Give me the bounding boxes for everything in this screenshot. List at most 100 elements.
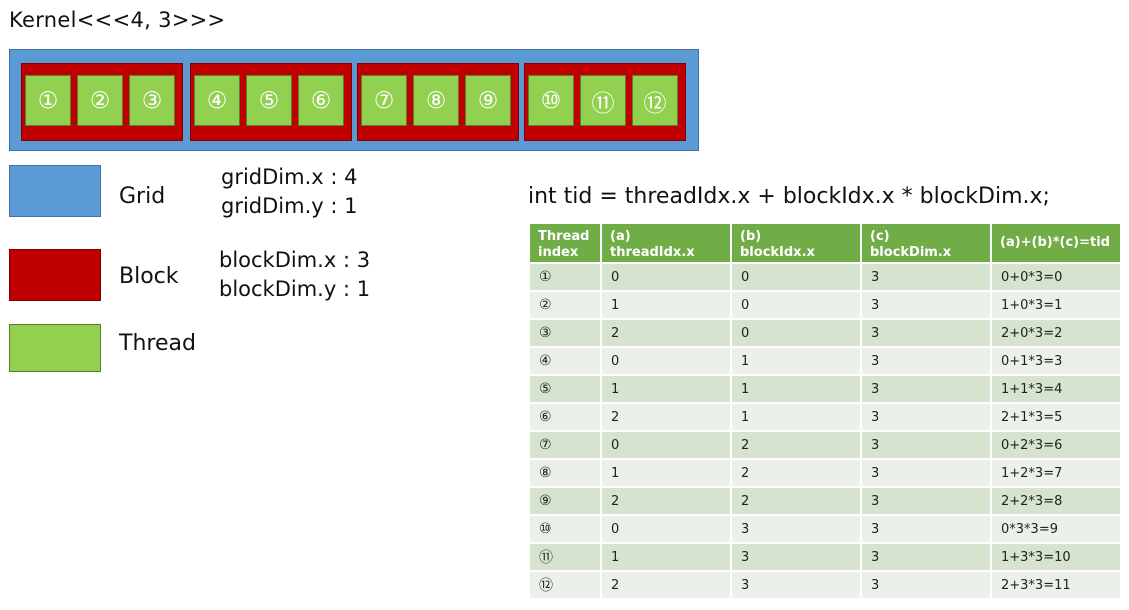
cell-thread-index: ⑫: [530, 572, 600, 598]
cell-tid: 2+2*3=8: [992, 488, 1120, 514]
header-blockidx: (b)blockIdx.x: [732, 224, 860, 262]
cell-blockidx: 3: [732, 544, 860, 570]
legend-grid-label: Grid: [119, 184, 166, 209]
cell-thread-index: ②: [530, 292, 600, 318]
cell-blockidx: 2: [732, 432, 860, 458]
header-blockdim: (c)blockDim.x: [862, 224, 990, 262]
cell-threadidx: 1: [602, 376, 730, 402]
cell-blockidx: 0: [732, 292, 860, 318]
kernel-title: Kernel<<<4, 3>>>: [9, 8, 226, 32]
block-3: ⑩ ⑪ ⑫: [524, 63, 686, 141]
thread-11: ⑪: [580, 75, 626, 126]
cell-threadidx: 1: [602, 460, 730, 486]
legend-thread-label: Thread: [119, 331, 196, 356]
cell-blockidx: 3: [732, 572, 860, 598]
thread-3: ③: [129, 75, 175, 126]
cell-blockdim: 3: [862, 432, 990, 458]
cell-blockidx: 1: [732, 376, 860, 402]
cell-blockdim: 3: [862, 404, 990, 430]
tid-formula: int tid = threadIdx.x + blockIdx.x * blo…: [528, 184, 1050, 209]
thread-12: ⑫: [632, 75, 678, 126]
cell-threadidx: 2: [602, 404, 730, 430]
cell-thread-index: ①: [530, 264, 600, 290]
grid-dim-x: gridDim.x : 4: [221, 165, 358, 189]
cell-blockidx: 1: [732, 348, 860, 374]
cell-blockdim: 3: [862, 348, 990, 374]
cell-blockidx: 2: [732, 488, 860, 514]
thread-10: ⑩: [528, 75, 574, 126]
cell-thread-index: ⑦: [530, 432, 600, 458]
cell-tid: 2+3*3=11: [992, 572, 1120, 598]
block-dim-y: blockDim.y : 1: [219, 277, 371, 301]
cell-tid: 0+1*3=3: [992, 348, 1120, 374]
block-0: ① ② ③: [21, 63, 183, 141]
cell-tid: 0+0*3=0: [992, 264, 1120, 290]
cell-blockidx: 3: [732, 516, 860, 542]
cell-blockidx: 0: [732, 320, 860, 346]
cell-threadidx: 0: [602, 432, 730, 458]
cell-threadidx: 2: [602, 320, 730, 346]
cell-threadidx: 1: [602, 292, 730, 318]
grid-dim-labels: gridDim.x : 4 gridDim.y : 1: [221, 163, 357, 221]
cell-thread-index: ⑩: [530, 516, 600, 542]
cell-threadidx: 2: [602, 572, 730, 598]
cell-blockdim: 3: [862, 460, 990, 486]
cell-blockdim: 3: [862, 516, 990, 542]
cell-tid: 0+2*3=6: [992, 432, 1120, 458]
thread-7: ⑦: [361, 75, 407, 126]
thread-5: ⑤: [246, 75, 292, 126]
cell-thread-index: ④: [530, 348, 600, 374]
cell-tid: 1+2*3=7: [992, 460, 1120, 486]
cell-blockdim: 3: [862, 320, 990, 346]
cell-blockdim: 3: [862, 376, 990, 402]
cell-blockdim: 3: [862, 264, 990, 290]
block-1: ④ ⑤ ⑥: [190, 63, 352, 141]
cell-blockidx: 1: [732, 404, 860, 430]
thread-6: ⑥: [298, 75, 344, 126]
cell-thread-index: ⑥: [530, 404, 600, 430]
header-tid: (a)+(b)*(c)=tid: [992, 224, 1120, 262]
cell-blockdim: 3: [862, 292, 990, 318]
cell-thread-index: ③: [530, 320, 600, 346]
grid-diagram: ① ② ③ ④ ⑤ ⑥ ⑦ ⑧ ⑨ ⑩ ⑪ ⑫: [9, 49, 699, 151]
cell-tid: 1+3*3=10: [992, 544, 1120, 570]
cell-blockdim: 3: [862, 488, 990, 514]
cell-threadidx: 0: [602, 348, 730, 374]
thread-9: ⑨: [465, 75, 511, 126]
cell-blockidx: 0: [732, 264, 860, 290]
cell-threadidx: 0: [602, 516, 730, 542]
cell-blockidx: 2: [732, 460, 860, 486]
cell-tid: 0*3*3=9: [992, 516, 1120, 542]
cell-thread-index: ⑨: [530, 488, 600, 514]
cell-tid: 1+0*3=1: [992, 292, 1120, 318]
cell-tid: 1+1*3=4: [992, 376, 1120, 402]
cell-blockdim: 3: [862, 572, 990, 598]
grid-dim-y: gridDim.y : 1: [221, 194, 358, 218]
block-2: ⑦ ⑧ ⑨: [357, 63, 519, 141]
thread-8: ⑧: [413, 75, 459, 126]
block-dim-labels: blockDim.x : 3 blockDim.y : 1: [219, 246, 370, 304]
cell-tid: 2+1*3=5: [992, 404, 1120, 430]
cell-threadidx: 2: [602, 488, 730, 514]
cell-blockdim: 3: [862, 544, 990, 570]
legend-block-swatch: [9, 249, 101, 301]
legend-block-label: Block: [119, 264, 179, 289]
cell-thread-index: ⑤: [530, 376, 600, 402]
legend-grid-swatch: [9, 165, 101, 217]
header-threadidx: (a)threadIdx.x: [602, 224, 730, 262]
thread-2: ②: [77, 75, 123, 126]
thread-1: ①: [25, 75, 71, 126]
